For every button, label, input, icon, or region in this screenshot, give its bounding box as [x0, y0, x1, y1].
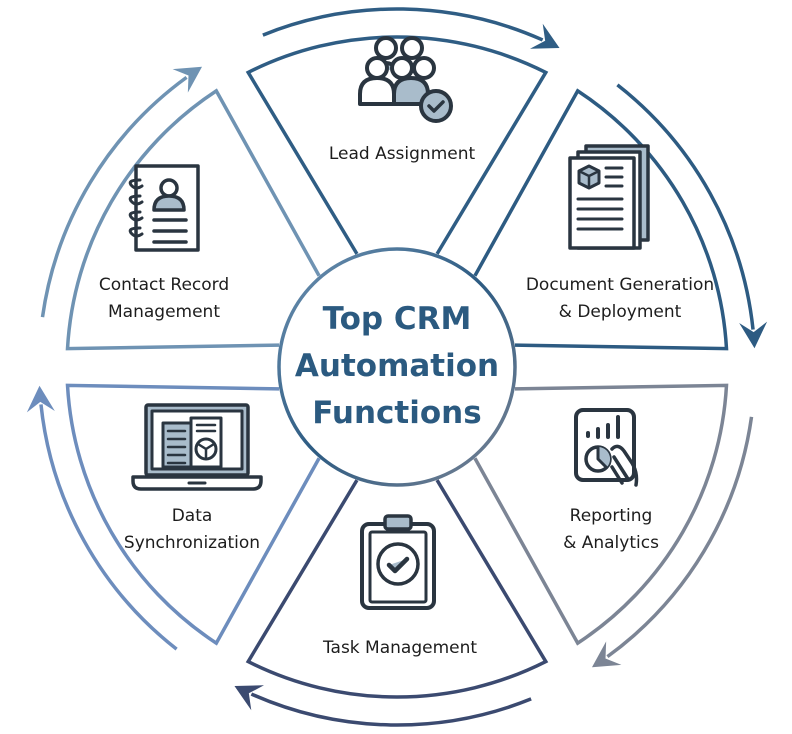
team-check-icon [358, 36, 453, 123]
cycle-arrow-reporting-analytics [606, 416, 754, 659]
clipboard-check-icon [360, 514, 436, 610]
segment-label-line: Lead Assignment [328, 144, 476, 164]
arrowhead-data-synchronization [26, 385, 55, 413]
segment-label-task-management: Task Management [323, 635, 477, 662]
report-chart-hand-icon [574, 408, 639, 487]
document-stack-icon [568, 144, 650, 250]
title-line-3: Functions [312, 395, 482, 431]
diagram-title: Top CRM Automation Functions [295, 296, 499, 437]
segment-outline-data-synchronization [65, 383, 321, 646]
segment-label-lead-assignment: Lead Assignment [329, 141, 475, 168]
segment-icons [128, 36, 650, 610]
segment-label-line: Data [171, 506, 213, 526]
segment-label-line: & Analytics [563, 533, 659, 553]
title-line-1: Top CRM [322, 301, 472, 337]
title-line-2: Automation [294, 348, 500, 384]
segment-label-line: Contact Record [98, 275, 230, 295]
segment-label-line: Document Generation [525, 275, 715, 295]
laptop-sync-icon [131, 403, 263, 491]
cycle-arrow-task-management [250, 692, 532, 727]
segment-label-line: Task Management [322, 638, 478, 658]
segment-label-document-generation: Document Generation & Deployment [526, 272, 714, 326]
arrowhead-contact-record-management [172, 66, 203, 93]
segment-label-line: Synchronization [123, 533, 261, 553]
segment-label-line: Management [108, 302, 220, 322]
cycle-arrow-lead-assignment [262, 7, 544, 42]
cycle-arrow-document-generation [616, 83, 755, 330]
arrowhead-reporting-analytics [591, 641, 622, 668]
segment-label-reporting-analytics: Reporting & Analytics [563, 503, 659, 557]
segment-outline-document-generation [473, 88, 729, 351]
arrowhead-lead-assignment [530, 23, 560, 49]
segment-outline-reporting-analytics [473, 383, 729, 646]
segment-label-line: Reporting [569, 506, 653, 526]
contact-notebook-icon [128, 164, 200, 252]
arrowhead-document-generation [739, 321, 768, 349]
cycle-arrow-data-synchronization [39, 404, 178, 651]
segment-outlines [65, 35, 729, 699]
segment-outline-contact-record-management [65, 88, 321, 351]
arrowhead-task-management [234, 685, 264, 711]
segment-label-line: & Deployment [558, 302, 682, 322]
segment-outline-lead-assignment [245, 35, 549, 255]
cycle-arrow-contact-record-management [40, 75, 188, 318]
center-circle [277, 247, 517, 487]
cycle-arrows [26, 7, 768, 727]
segment-outline-task-management [245, 479, 549, 699]
